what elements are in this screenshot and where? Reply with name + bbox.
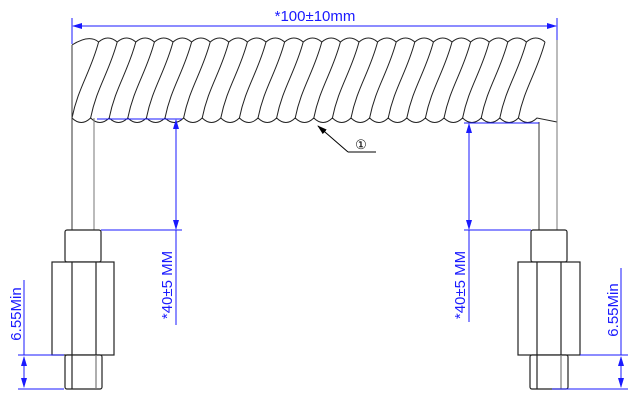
coil-turn <box>90 41 118 119</box>
left-leg-length-dimension <box>97 118 182 325</box>
coil-turn <box>369 41 397 119</box>
coil-turn <box>313 41 341 119</box>
right-thread-min-dimension <box>552 268 628 390</box>
coiled-cable <box>71 37 558 123</box>
overall-length-dimension <box>71 18 558 44</box>
coil-turn <box>201 41 230 119</box>
right-leg-length-label: *40±5 MM <box>452 251 469 319</box>
coil-turn <box>350 41 379 119</box>
part-callout-number: ① <box>355 138 367 153</box>
left-connector-fitting <box>51 229 115 390</box>
coil-bottom-edge <box>71 117 558 123</box>
coil-turn <box>127 41 155 119</box>
right-connector-fitting <box>517 229 581 390</box>
coil-turn <box>108 41 137 119</box>
coil-turn <box>71 41 100 119</box>
coil-turn <box>294 41 323 119</box>
coil-turn <box>424 41 453 119</box>
coil-turn <box>238 41 267 119</box>
left-cable-leg <box>71 45 95 230</box>
left-thread-min-label: 6.55Min <box>8 287 25 340</box>
left-leg-length-label: *40±5 MM <box>159 251 176 319</box>
coil-turn <box>276 41 304 119</box>
overall-length-label: *100±10mm <box>275 8 356 25</box>
coil-turn <box>387 41 416 119</box>
coil-turn <box>331 41 360 119</box>
right-leg-length-dimension <box>464 122 539 322</box>
right-thread-min-label: 6.55Min <box>605 283 622 336</box>
coil-turn <box>220 41 248 119</box>
coil-turn <box>257 41 286 119</box>
left-thread-min-dimension <box>18 280 64 390</box>
coil-turn <box>406 41 434 119</box>
coil-turn <box>183 41 211 119</box>
coil-turn <box>462 41 490 119</box>
coil-turn <box>164 41 193 119</box>
coil-turn <box>145 41 174 119</box>
coil-turn <box>499 41 527 119</box>
right-cable-leg <box>538 40 558 230</box>
part-callout-leader <box>317 125 376 153</box>
coil-top-edge <box>71 37 546 46</box>
coil-turn <box>517 41 546 119</box>
coil-turn <box>480 41 509 119</box>
coil-turn <box>443 41 472 119</box>
